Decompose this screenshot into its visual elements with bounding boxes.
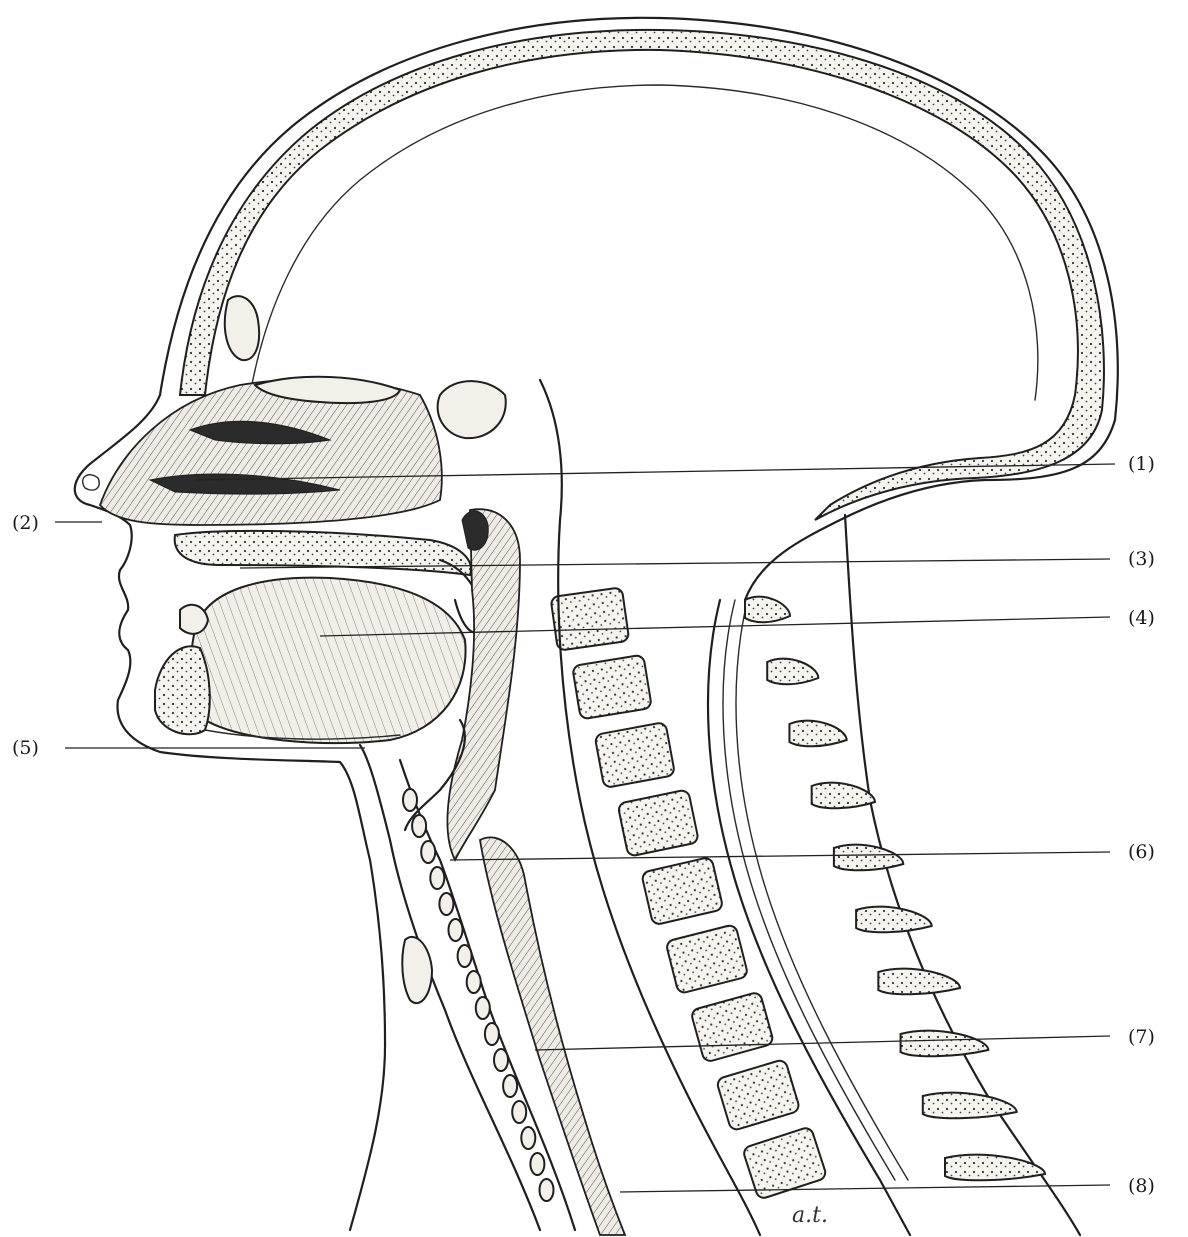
- tracheal-ring: [449, 919, 463, 941]
- vertebral-body: [641, 857, 723, 926]
- tracheal-ring: [540, 1179, 554, 1201]
- label-4: (4): [1128, 607, 1155, 629]
- artist-signature: a.t.: [792, 1203, 828, 1228]
- label-2: (2): [12, 512, 39, 534]
- tracheal-ring: [521, 1127, 535, 1149]
- tracheal-ring: [403, 789, 417, 811]
- label-5: (5): [12, 737, 39, 759]
- spinous-process: [856, 907, 932, 933]
- vertebral-body: [572, 655, 652, 720]
- spinous-process: [834, 845, 903, 871]
- tracheal-ring: [494, 1049, 508, 1071]
- vertebral-body: [617, 789, 698, 857]
- spinous-process: [901, 1031, 989, 1057]
- label-1: (1): [1128, 453, 1155, 475]
- vertebral-body: [550, 587, 629, 650]
- vertebral-body: [665, 924, 748, 994]
- nasal-cavity: [100, 377, 506, 525]
- tracheal-ring: [485, 1023, 499, 1045]
- tracheal-ring: [512, 1101, 526, 1123]
- spinous-process: [923, 1093, 1017, 1119]
- tracheal-ring: [530, 1153, 544, 1175]
- tracheal-ring: [467, 971, 481, 993]
- spinous-process: [812, 783, 875, 809]
- tracheal-ring: [503, 1075, 517, 1097]
- vertebral-body: [595, 722, 676, 788]
- spinous-process: [878, 969, 960, 995]
- label-6: (6): [1128, 841, 1155, 863]
- vertebral-body: [690, 991, 774, 1062]
- label-3: (3): [1128, 548, 1155, 570]
- spinous-process: [767, 659, 818, 685]
- tracheal-ring: [458, 945, 472, 967]
- palate-and-mouth: [155, 531, 482, 743]
- label-7: (7): [1128, 1026, 1155, 1048]
- vertebral-body: [716, 1059, 801, 1131]
- tracheal-ring: [439, 893, 453, 915]
- tracheal-ring: [412, 815, 426, 837]
- tracheal-ring: [430, 867, 444, 889]
- label-8: (8): [1128, 1175, 1155, 1197]
- esophagus: [480, 837, 625, 1235]
- spinous-process: [789, 721, 846, 747]
- leader-lines: [55, 464, 1115, 1192]
- spinous-process: [745, 597, 790, 623]
- tracheal-ring: [476, 997, 490, 1019]
- tracheal-ring: [421, 841, 435, 863]
